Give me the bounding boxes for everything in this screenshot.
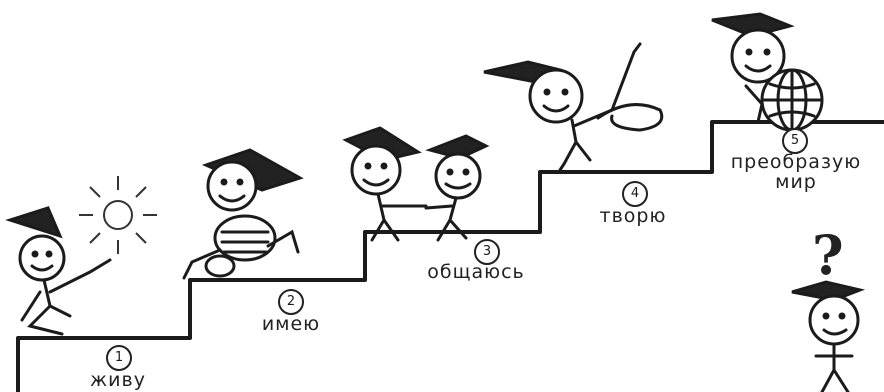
step-number-3: 3 [474, 239, 500, 265]
questioning-gnome-figure [791, 280, 866, 392]
gnome-figure-step4 [483, 42, 664, 172]
gnome-figure-step2 [182, 148, 304, 280]
staircase-line [16, 120, 884, 392]
step-number-4: 4 [622, 181, 648, 207]
step-number-5: 5 [782, 128, 808, 154]
step-label-2: имею [261, 313, 321, 335]
step-label-1: живу [90, 369, 146, 391]
gnome-figure-step5 [711, 12, 824, 132]
sun-icon [79, 176, 157, 254]
gnome-figure-step1 [5, 206, 112, 336]
step-number-2: 2 [278, 289, 304, 315]
gnome-pair-step3 [342, 126, 490, 242]
step-number-1: 1 [106, 345, 132, 371]
question-mark: ? [812, 223, 844, 287]
step-label-4: творю [599, 205, 667, 227]
step-label-3: общаюсь [427, 261, 525, 283]
step-label-5-line1: преобразую [730, 151, 862, 173]
step-label-5-line2: мир [775, 171, 817, 193]
